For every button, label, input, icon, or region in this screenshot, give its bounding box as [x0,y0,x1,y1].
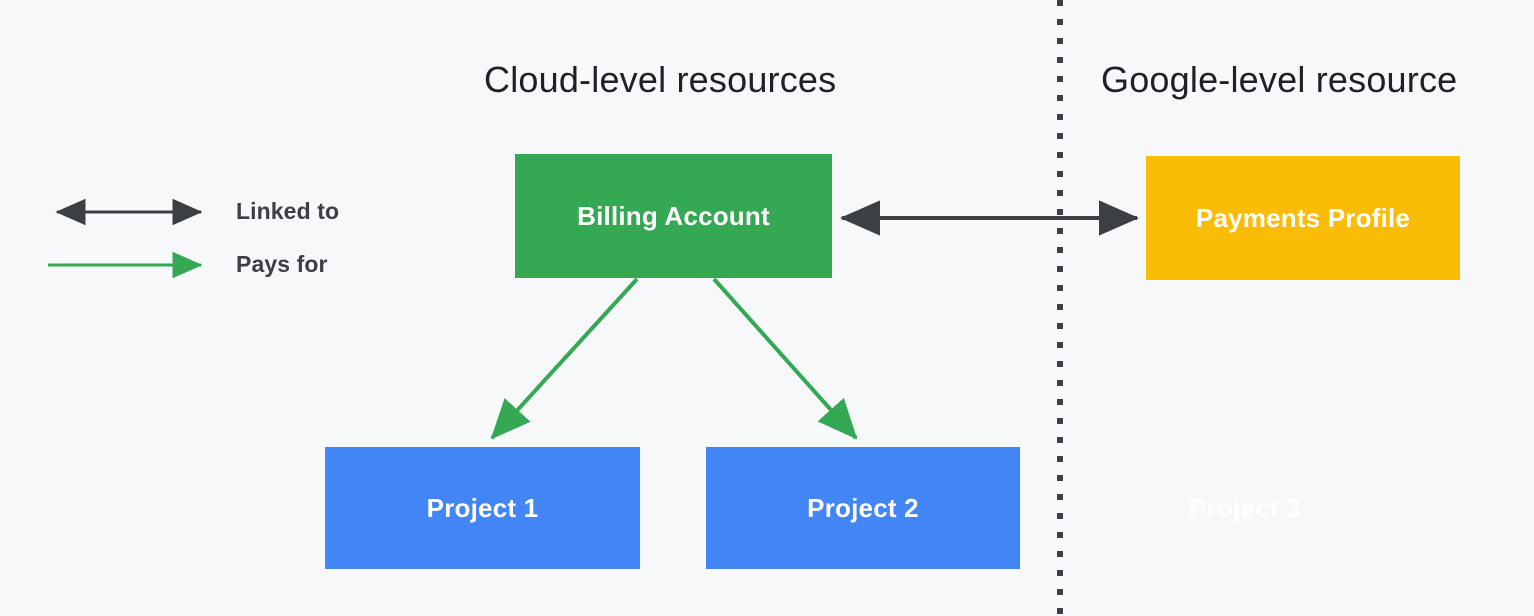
edge-billing-pays-project-2 [712,277,858,440]
node-project-3[interactable]: Project 3 [1189,492,1301,523]
node-project-1[interactable]: Project 1 [325,447,640,569]
legend-label-pays-for: Pays for [236,251,328,277]
column-header-cloud-level: Cloud-level resources [484,59,837,100]
node-payments-profile[interactable]: Payments Profile [1146,156,1460,280]
node-billing-account[interactable]: Billing Account [515,154,832,278]
node-project-2[interactable]: Project 2 [706,447,1020,569]
column-header-google-level: Google-level resource [1101,59,1458,100]
edge-billing-pays-project-1 [490,277,639,440]
legend-label-linked-to: Linked to [236,198,340,224]
